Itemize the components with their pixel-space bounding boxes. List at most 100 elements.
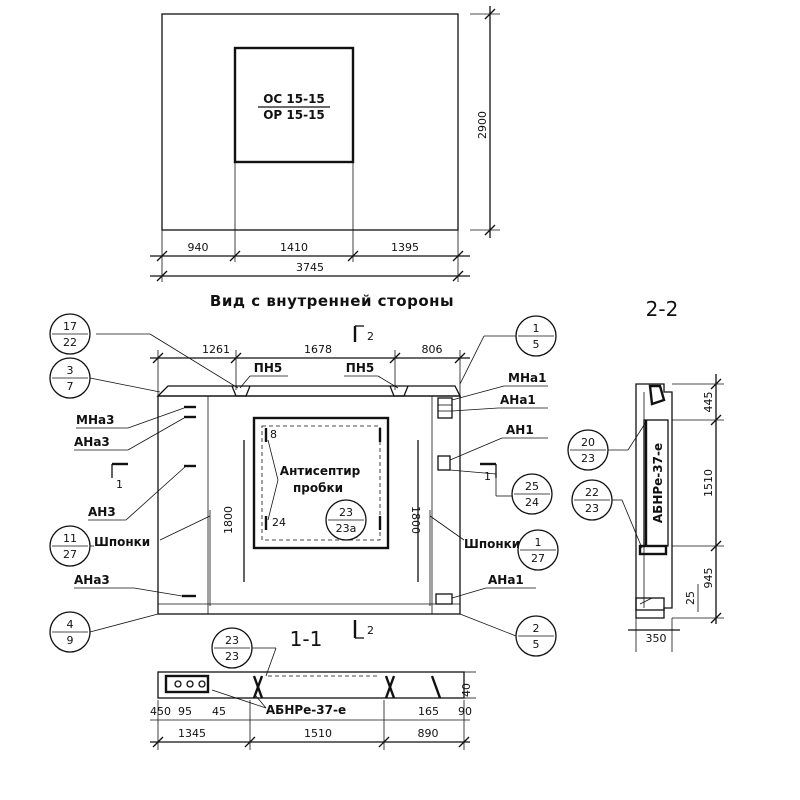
callout-3-7: 3 7 xyxy=(49,357,161,399)
callout-22-23: 22 23 xyxy=(571,479,643,549)
inner-dim-top-left: 1261 xyxy=(202,343,230,356)
svg-text:23: 23 xyxy=(585,502,599,515)
svg-text:25: 25 xyxy=(525,480,539,493)
callout-17-22: 17 22 xyxy=(49,313,239,389)
callout-23-23a: 23 23а xyxy=(325,499,367,541)
inner-dim-top-right: 806 xyxy=(422,343,443,356)
dim-165: 165 xyxy=(418,705,439,718)
svg-text:3: 3 xyxy=(67,364,74,377)
facade-dim-middle: 1410 xyxy=(280,241,308,254)
window-mark-bottom: ОР 15-15 xyxy=(263,108,325,122)
inner-view-title: Вид с внутренней стороны xyxy=(210,292,454,310)
svg-text:1: 1 xyxy=(533,322,540,335)
section-mark-2-bottom: 2 xyxy=(367,624,374,637)
label-ana3-top: АНа3 xyxy=(74,435,110,449)
svg-text:9: 9 xyxy=(67,634,74,647)
dim-40: 40 xyxy=(460,683,473,697)
svg-text:1: 1 xyxy=(535,536,542,549)
lifting-loop-right-label: ПН5 xyxy=(346,361,374,375)
label-mna1: МНа1 xyxy=(508,371,546,385)
dim-350: 350 xyxy=(646,632,667,645)
svg-text:23: 23 xyxy=(339,506,353,519)
dim-945: 945 xyxy=(702,568,715,589)
callout-20-23: 20 23 xyxy=(567,421,647,471)
svg-text:4: 4 xyxy=(67,618,74,631)
dim-25: 25 xyxy=(684,591,697,605)
section-1-1-block-label: АБНРе-37-е xyxy=(266,703,346,717)
inner-dim-left-vertical: 1800 xyxy=(222,506,235,534)
label-an1: АН1 xyxy=(506,423,534,437)
dim-890: 890 xyxy=(418,727,439,740)
dim-95: 95 xyxy=(178,705,192,718)
svg-text:20: 20 xyxy=(581,436,595,449)
facade-dim-left: 940 xyxy=(188,241,209,254)
dim-90: 90 xyxy=(458,705,472,718)
small-label-8: 8 xyxy=(270,428,277,441)
section-2-2-block-label: АБНРе-37-е xyxy=(651,443,665,523)
section-1-1-body xyxy=(157,671,465,699)
inner-view: 2 2 1 1 1261 1678 806 ПН5 ПН5 xyxy=(111,325,497,639)
lifting-loop-left-label: ПН5 xyxy=(254,361,282,375)
inner-window-opening xyxy=(252,416,390,550)
section-1-1-callout-top: 23 xyxy=(225,634,239,647)
facade-dim-total: 3745 xyxy=(296,261,324,274)
dim-1345: 1345 xyxy=(178,727,206,740)
small-label-24: 24 xyxy=(272,516,286,529)
callout-4-9: 4 9 xyxy=(49,611,159,653)
callout-25-24: 25 24 xyxy=(511,473,553,515)
label-shponki-right: Шпонки xyxy=(464,537,520,551)
callout-11-27: 11 27 xyxy=(49,525,94,567)
section-2-2: 2-2 АБНРе-37-е 445 1510 945 25 350 xyxy=(567,297,724,652)
facade-panel-outline xyxy=(161,13,459,231)
svg-text:22: 22 xyxy=(585,486,599,499)
svg-text:27: 27 xyxy=(63,548,77,561)
label-shponki-left: Шпонки xyxy=(94,535,150,549)
label-ana3-bottom: АНа3 xyxy=(74,573,110,587)
antiseptic-plugs xyxy=(264,428,382,530)
section-1-1-callout-bottom: 23 xyxy=(225,650,239,663)
facade-elevation: ОС 15-15 ОР 15-15 2900 940 1410 1395 374… xyxy=(150,6,500,282)
dim-450: 450 xyxy=(150,705,171,718)
svg-text:5: 5 xyxy=(533,338,540,351)
callout-2-5: 2 5 xyxy=(459,613,557,657)
dim-1510-v: 1510 xyxy=(702,469,715,497)
section-1-1: 1-1 23 23 АБНРе-37-е 450 95 45 165 90 40 xyxy=(150,627,476,750)
antiseptic-label-line1: Антисептир xyxy=(280,464,361,478)
dim-45: 45 xyxy=(212,705,226,718)
svg-text:17: 17 xyxy=(63,320,77,333)
antiseptic-label-line2: пробки xyxy=(293,481,343,495)
callout-1-5: 1 5 xyxy=(459,315,557,385)
section-mark-1-right: 1 xyxy=(484,470,491,483)
facade-height-value: 2900 xyxy=(476,111,489,139)
label-ana1-bottom: АНа1 xyxy=(488,573,524,587)
dim-445: 445 xyxy=(702,392,715,413)
svg-text:11: 11 xyxy=(63,532,77,545)
svg-text:22: 22 xyxy=(63,336,77,349)
section-1-1-title: 1-1 xyxy=(290,627,323,651)
inner-top-rib xyxy=(156,385,462,397)
callout-1-27: 1 27 xyxy=(517,529,559,571)
facade-window-opening xyxy=(233,46,355,164)
section-2-2-wall xyxy=(635,383,673,619)
section-mark-2-top: 2 xyxy=(367,330,374,343)
svg-text:7: 7 xyxy=(67,380,74,393)
svg-text:24: 24 xyxy=(525,496,539,509)
dim-1510: 1510 xyxy=(304,727,332,740)
section-mark-1-left: 1 xyxy=(116,478,123,491)
inner-dim-right-vertical: 1800 xyxy=(409,506,422,534)
window-mark-top: ОС 15-15 xyxy=(263,92,325,106)
svg-text:23а: 23а xyxy=(336,522,357,535)
facade-dim-right: 1395 xyxy=(391,241,419,254)
svg-text:5: 5 xyxy=(533,638,540,651)
svg-text:23: 23 xyxy=(581,452,595,465)
label-mna3: МНа3 xyxy=(76,413,114,427)
inner-panel-outline xyxy=(157,395,461,615)
label-ana1-top: АНа1 xyxy=(500,393,536,407)
inner-left-annotations: МНа3 АНа3 АН3 Шпонки АНа3 xyxy=(74,407,211,597)
embedded-parts-left xyxy=(182,405,196,598)
label-an3: АН3 xyxy=(88,505,116,519)
svg-text:27: 27 xyxy=(531,552,545,565)
section-2-2-title: 2-2 xyxy=(646,297,679,321)
inner-dim-top-middle: 1678 xyxy=(304,343,332,356)
